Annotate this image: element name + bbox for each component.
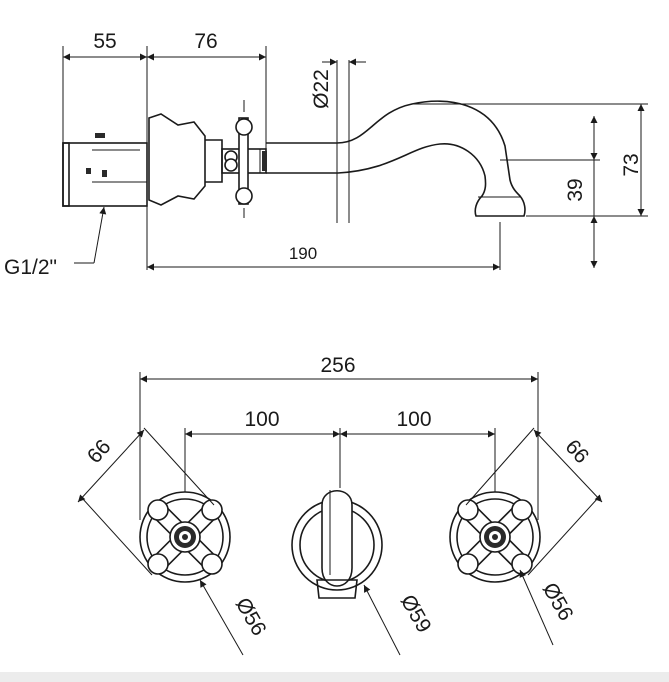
dim-handle-projection: 76	[194, 30, 217, 53]
front-dimension-lines	[77, 375, 603, 656]
spout-outline	[266, 100, 526, 217]
left-handle-front	[139, 491, 231, 583]
dim-right-rosette-diameter: Ø56	[538, 579, 578, 625]
dim-total-height: 73	[620, 153, 643, 176]
spout-front	[291, 490, 383, 599]
dim-left-spacing: 100	[244, 408, 279, 431]
thread-label: G1/2"	[4, 256, 57, 279]
dim-spout-reach: 190	[289, 244, 317, 263]
side-dimension-lines	[63, 53, 645, 271]
dim-right-spacing: 100	[396, 408, 431, 431]
dim-left-handle-span: 66	[83, 435, 116, 468]
dim-left-rosette-diameter: Ø56	[231, 594, 271, 640]
dim-spout-rosette-diameter: Ø59	[396, 591, 436, 637]
dim-outlet-diameter: Ø22	[310, 69, 333, 109]
valve-housing-outline	[148, 113, 223, 206]
bottom-strip	[0, 672, 669, 682]
side-view: 55 76 190 Ø22 73 39 G1/2"	[4, 30, 648, 279]
dim-body-depth: 55	[93, 30, 116, 53]
front-view: 256 100 100 66 66 Ø56 Ø59 Ø56	[77, 354, 603, 656]
wall-body-outline	[62, 133, 148, 207]
cross-handle-side	[221, 100, 267, 218]
right-handle-front	[449, 491, 541, 583]
dim-overall-width: 256	[320, 354, 355, 377]
side-extension-lines	[62, 46, 648, 270]
dim-outlet-height: 39	[564, 178, 587, 201]
